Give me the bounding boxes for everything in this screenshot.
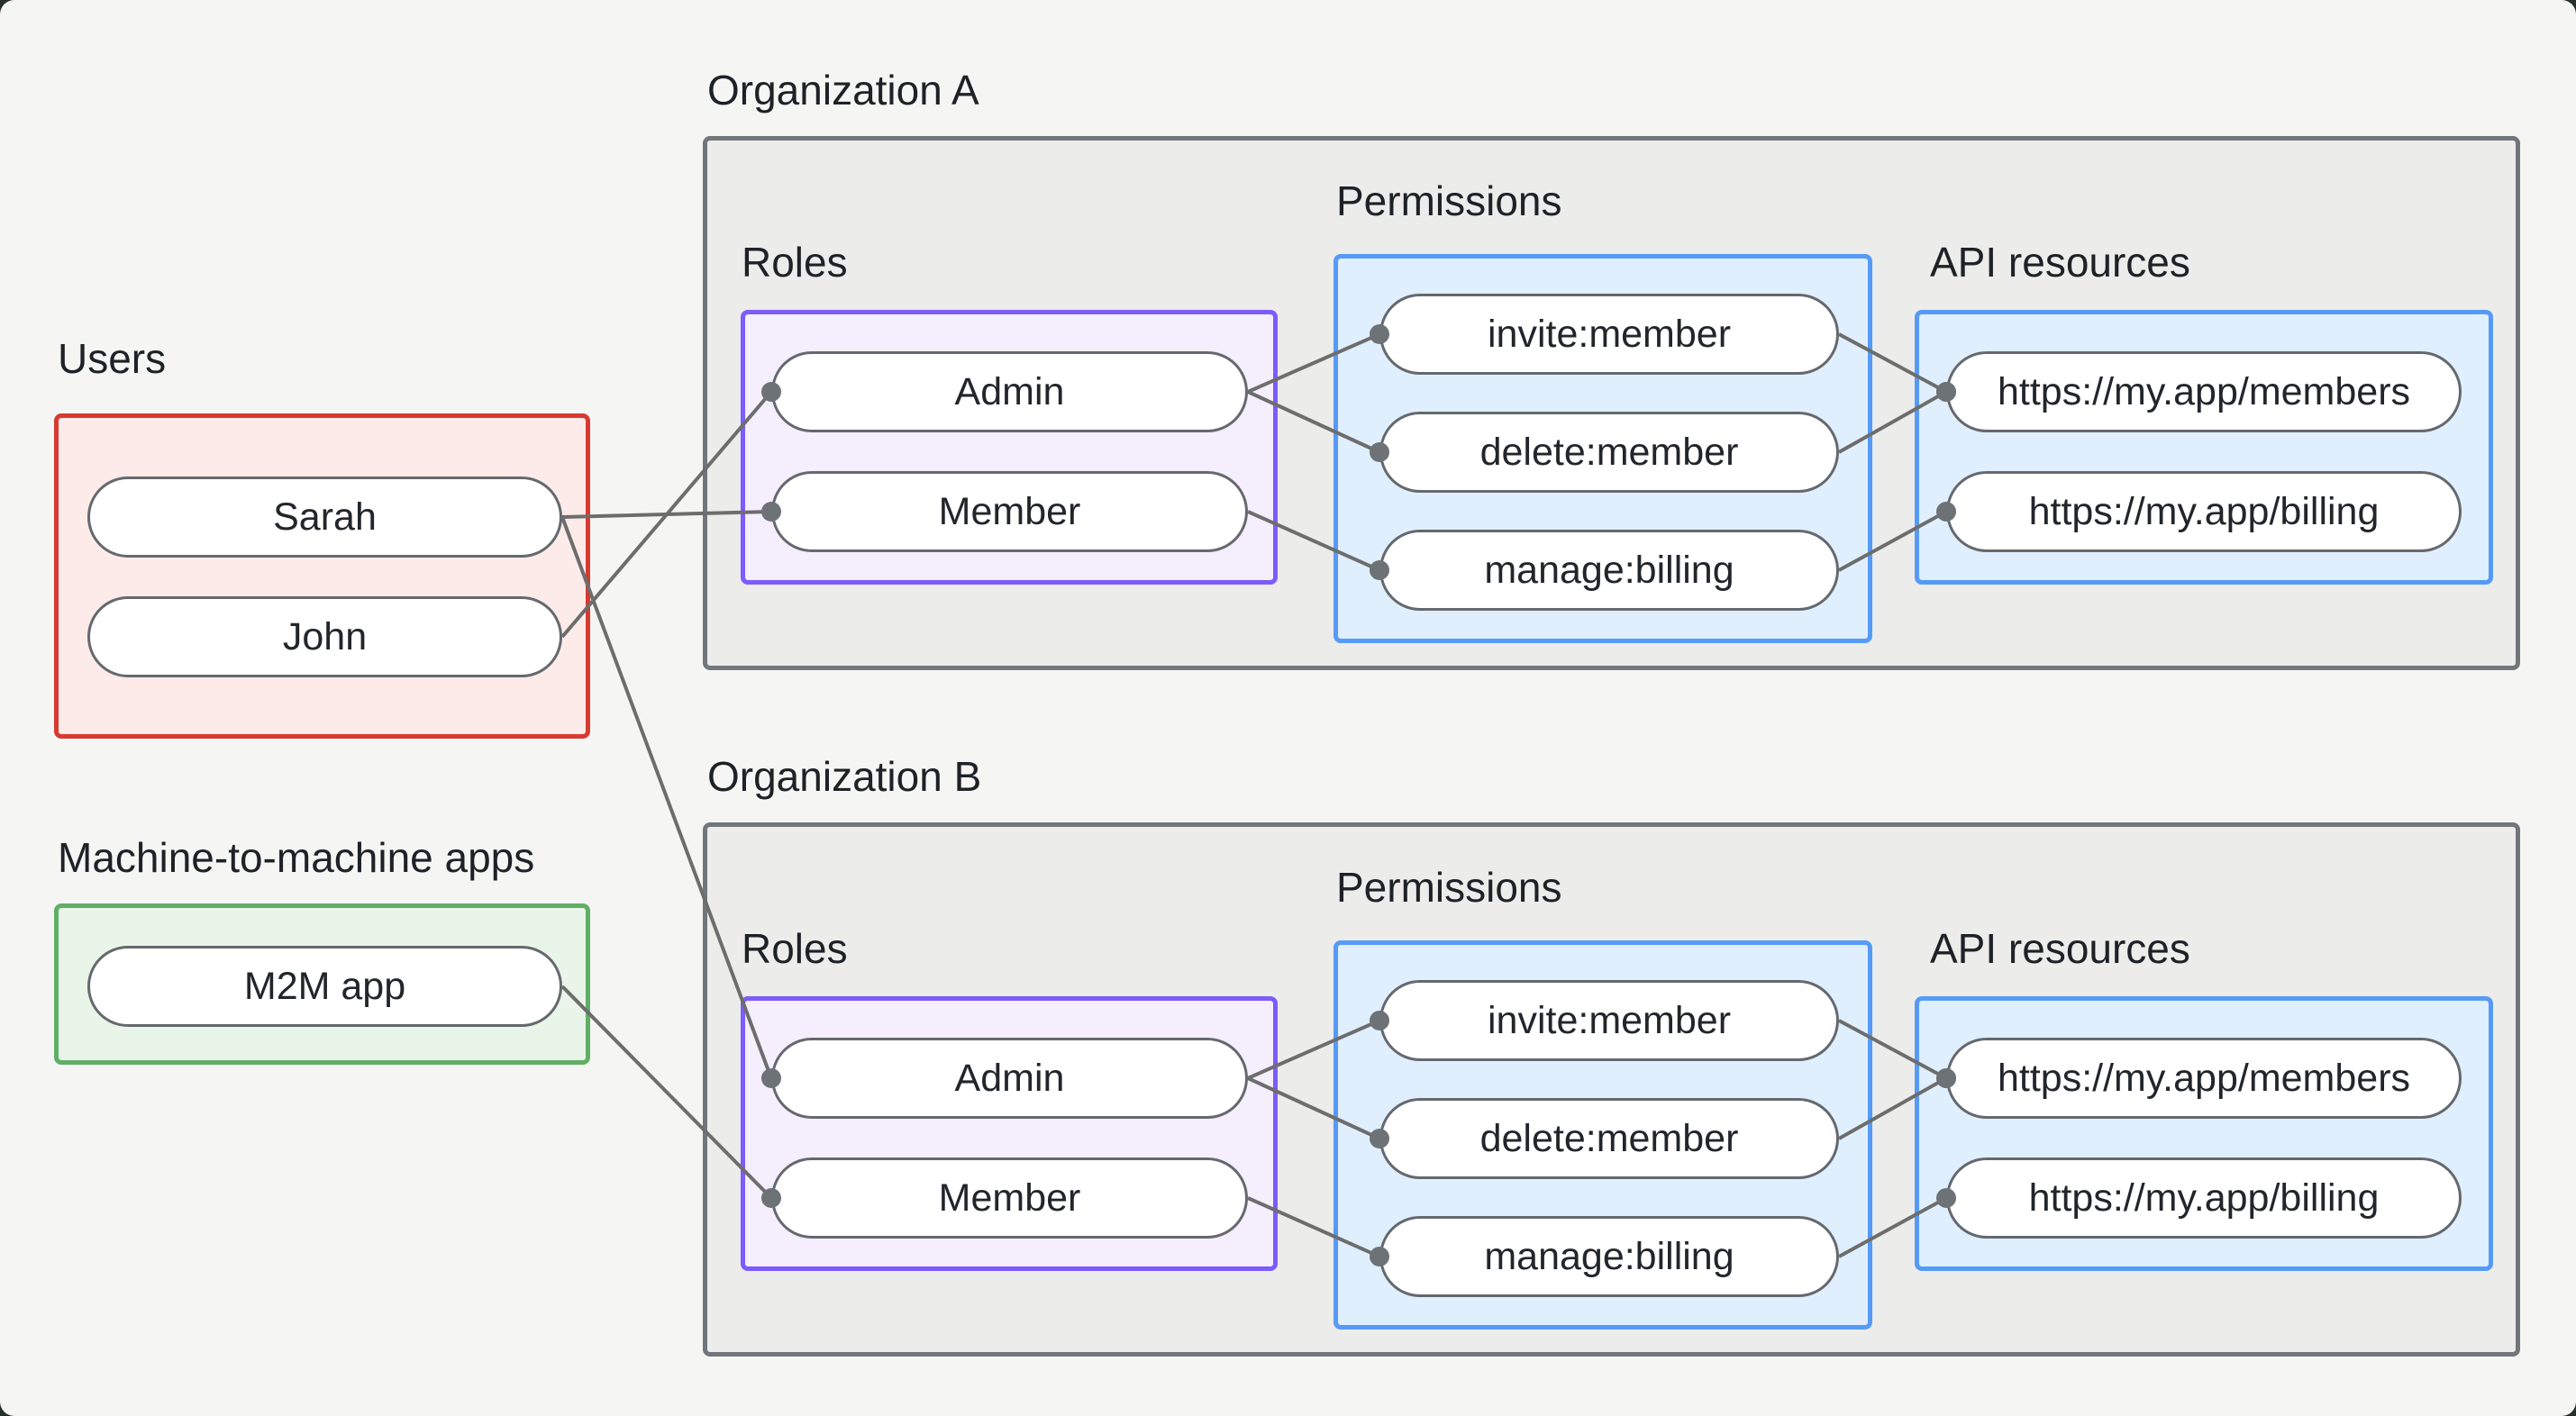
org-b-permissions-label: Permissions (1336, 864, 1562, 911)
org-a-manage-label: manage:billing (1484, 548, 1734, 592)
org-b-roles-label: Roles (742, 925, 848, 972)
m2m-app-pill-label: M2M app (243, 964, 406, 1008)
user-pill-sarah: Sarah (87, 477, 562, 558)
org-b-role-pill-admin: Admin (771, 1038, 1248, 1119)
organization-b-title: Organization B (707, 753, 982, 800)
org-b-role-pill-member: Member (771, 1157, 1248, 1239)
organization-a-title: Organization A (707, 67, 979, 113)
org-a-permission-pill-manage: manage:billing (1379, 530, 1839, 611)
org-b-api-members-label: https://my.app/members (1997, 1056, 2411, 1100)
org-b-member-label: Member (938, 1175, 1081, 1220)
org-b-api-billing-label: https://my.app/billing (2028, 1175, 2380, 1220)
org-b-api-resources-label: API resources (1930, 925, 2190, 972)
users-section-label: Users (58, 335, 167, 382)
org-b-admin-label: Admin (954, 1056, 1065, 1100)
org-b-permission-pill-delete: delete:member (1379, 1098, 1839, 1179)
org-b-api-pill-billing: https://my.app/billing (1946, 1157, 2462, 1239)
user-pill-john-label: John (282, 614, 368, 658)
user-pill-sarah-label: Sarah (273, 495, 377, 539)
m2m-section-label: Machine-to-machine apps (58, 834, 535, 881)
org-b-delete-label: delete:member (1479, 1116, 1739, 1160)
org-a-api-resources-label: API resources (1930, 239, 2190, 286)
org-a-permission-pill-delete: delete:member (1379, 412, 1839, 493)
org-b-manage-label: manage:billing (1484, 1234, 1734, 1278)
org-b-api-pill-members: https://my.app/members (1946, 1038, 2462, 1119)
org-a-role-pill-member: Member (771, 471, 1248, 552)
user-pill-john: John (87, 596, 562, 677)
org-b-invite-label: invite:member (1487, 998, 1732, 1042)
org-a-delete-label: delete:member (1479, 430, 1739, 474)
org-a-api-members-label: https://my.app/members (1997, 369, 2411, 413)
org-b-permission-pill-invite: invite:member (1379, 980, 1839, 1061)
organization-b-box: Organization B Roles Permissions API res… (703, 753, 2520, 1357)
m2m-app-pill: M2M app (87, 946, 562, 1027)
org-a-admin-label: Admin (954, 369, 1065, 413)
org-a-role-pill-admin: Admin (771, 351, 1248, 432)
org-b-permission-pill-manage: manage:billing (1379, 1216, 1839, 1297)
organization-a-box: Organization A Roles Permissions API res… (703, 67, 2520, 670)
org-a-api-billing-label: https://my.app/billing (2028, 489, 2380, 533)
org-a-permission-pill-invite: invite:member (1379, 294, 1839, 375)
org-a-permissions-label: Permissions (1336, 177, 1562, 224)
org-a-member-label: Member (938, 489, 1081, 533)
org-a-api-pill-members: https://my.app/members (1946, 351, 2462, 432)
org-a-api-pill-billing: https://my.app/billing (1946, 471, 2462, 552)
users-group-box (54, 413, 590, 739)
org-a-roles-label: Roles (742, 239, 848, 286)
org-a-invite-label: invite:member (1487, 312, 1732, 356)
